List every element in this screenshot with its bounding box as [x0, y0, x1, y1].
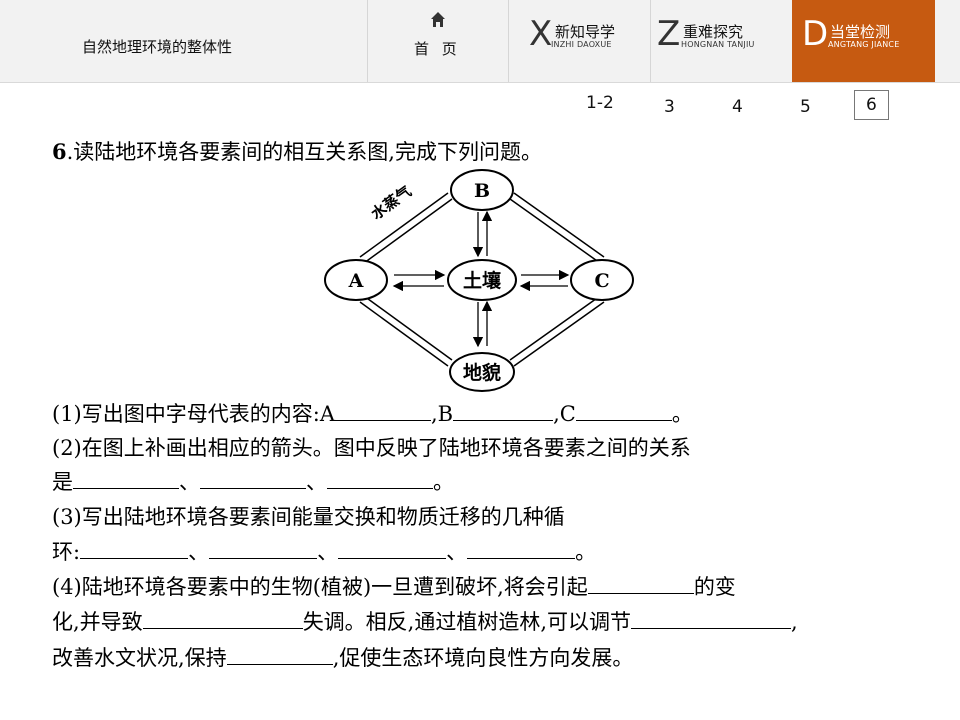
- arrows-A-soil: [392, 269, 446, 292]
- q4-text-b: 的变: [693, 575, 736, 599]
- page-link[interactable]: 5: [800, 97, 811, 117]
- arrows-B-soil: [472, 210, 493, 258]
- tab-sublabel: HONGNAN TANJIU: [681, 40, 755, 49]
- tab-label: 新知导学: [555, 23, 616, 41]
- arrows-soil-C: [519, 269, 570, 292]
- tab-letter: Z: [657, 14, 681, 54]
- node-soil-ellipse: [447, 259, 517, 301]
- q3-end: 。: [575, 540, 597, 564]
- sub-question-4-line3: 改善水文状况,保持 ,促使生态环境向良性方向发展。: [52, 644, 633, 672]
- q4-text-c: 化,并导致: [52, 610, 143, 634]
- node-B-ellipse: [450, 169, 514, 211]
- connector-C-dimao: [509, 295, 605, 367]
- page-link[interactable]: 4: [732, 97, 743, 117]
- tab-dangtang-jiance[interactable]: D 当堂检测 ANGTANG JIANCE: [792, 0, 935, 82]
- page-link[interactable]: 3: [664, 97, 675, 117]
- q3-sep: 、: [188, 540, 210, 564]
- q3-sep: 、: [446, 540, 468, 564]
- tab-letter: D: [802, 14, 829, 54]
- answer-blank[interactable]: [209, 538, 318, 559]
- sub-question-1: (1)写出图中字母代表的内容:A ,B ,C 。: [52, 400, 693, 428]
- q2-end: 。: [433, 470, 454, 494]
- question-stem-text: .读陆地环境各要素间的相互关系图,完成下列问题。: [66, 140, 542, 164]
- connector-A-dimao: [359, 295, 453, 367]
- page-navigation: 1-2 3 4 5: [0, 90, 960, 124]
- question-stem: 6.读陆地环境各要素间的相互关系图,完成下列问题。: [52, 138, 542, 166]
- tab-sublabel: INZHI DAOXUE: [551, 40, 612, 49]
- answer-blank[interactable]: [587, 573, 694, 594]
- tab-sublabel: ANGTANG JIANCE: [828, 40, 900, 49]
- node-A-ellipse: [324, 259, 388, 301]
- q1-text-b: ,B: [431, 402, 454, 426]
- answer-blank[interactable]: [142, 608, 303, 629]
- answer-blank[interactable]: [200, 468, 306, 489]
- land-environment-diagram: B A 土壤 C 地貌 水蒸气: [324, 169, 634, 392]
- answer-blank[interactable]: [327, 468, 433, 489]
- node-C-ellipse: [570, 259, 634, 301]
- tab-letter: X: [529, 14, 553, 54]
- q4-text-g: ,促使生态环境向良性方向发展。: [332, 646, 634, 670]
- node-A-label: A: [348, 270, 364, 292]
- lesson-title-cell: 自然地理环境的整体性: [0, 0, 368, 82]
- connector-A-B: [359, 192, 453, 264]
- answer-blank[interactable]: [467, 538, 576, 559]
- top-nav-bar: 自然地理环境的整体性 首 页 X 新知导学 INZHI DAOXUE Z 重难探…: [0, 0, 960, 83]
- q2-sep: 、: [179, 470, 200, 494]
- home-button[interactable]: 首 页: [368, 0, 509, 82]
- question-number: 6: [52, 139, 67, 164]
- current-page-box[interactable]: 6: [854, 90, 889, 120]
- node-B-label: B: [474, 180, 490, 202]
- q4-text-f: 改善水文状况,保持: [52, 646, 227, 670]
- node-dimao-ellipse: [449, 352, 515, 392]
- q4-text-d: 失调。相反,通过植树造林,可以调节: [302, 610, 632, 634]
- answer-blank[interactable]: [80, 538, 189, 559]
- sub-question-4-line2: 化,并导致 失调。相反,通过植树造林,可以调节,: [52, 608, 798, 636]
- sub-question-2-line1: (2)在图上补画出相应的箭头。图中反映了陆地环境各要素之间的关系: [52, 436, 691, 460]
- q1-text-a: (1)写出图中字母代表的内容:A: [52, 402, 335, 426]
- edge-label-water-vapor: 水蒸气: [368, 182, 415, 223]
- answer-blank[interactable]: [335, 400, 431, 421]
- connector-B-C: [509, 192, 605, 264]
- page-link[interactable]: 1-2: [586, 93, 614, 113]
- sub-question-3-line2: 环: 、 、 、 。: [52, 538, 596, 566]
- home-label: 首 页: [414, 40, 461, 58]
- answer-blank[interactable]: [575, 400, 672, 421]
- sub-question-2-line2: 是 、 、 。: [52, 468, 454, 496]
- q4-text-a: (4)陆地环境各要素中的生物(植被)一旦遭到破坏,将会引起: [52, 575, 588, 599]
- sub-question-3-line1: (3)写出陆地环境各要素间能量交换和物质迁移的几种循: [52, 505, 565, 529]
- tab-xinzhi-daoxue[interactable]: X 新知导学 INZHI DAOXUE: [509, 0, 651, 82]
- node-dimao-label: 地貌: [463, 361, 501, 384]
- q3-sep: 、: [317, 540, 339, 564]
- answer-blank[interactable]: [453, 400, 554, 421]
- answer-blank[interactable]: [631, 608, 792, 629]
- answer-blank[interactable]: [338, 538, 447, 559]
- tab-zhongnan-tanjiu[interactable]: Z 重难探究 HONGNAN TANJIU: [651, 0, 793, 82]
- q2-lead: 是: [52, 470, 73, 494]
- home-icon: [431, 12, 445, 27]
- tab-label: 当堂检测: [830, 23, 891, 41]
- lesson-title: 自然地理环境的整体性: [82, 38, 233, 56]
- q3-lead: 环:: [52, 540, 81, 564]
- answer-blank[interactable]: [73, 468, 179, 489]
- q4-text-e: ,: [791, 610, 798, 634]
- arrows-soil-dimao: [472, 300, 493, 348]
- q2-sep: 、: [306, 470, 327, 494]
- current-page-number: 6: [866, 95, 877, 115]
- node-soil-label: 土壤: [463, 269, 502, 292]
- node-C-label: C: [594, 270, 609, 292]
- answer-blank[interactable]: [226, 644, 333, 665]
- q1-text-c: ,C: [553, 402, 576, 426]
- q1-text-end: 。: [671, 402, 693, 426]
- sub-question-4-line1: (4)陆地环境各要素中的生物(植被)一旦遭到破坏,将会引起 的变: [52, 573, 736, 601]
- tab-label: 重难探究: [683, 23, 744, 41]
